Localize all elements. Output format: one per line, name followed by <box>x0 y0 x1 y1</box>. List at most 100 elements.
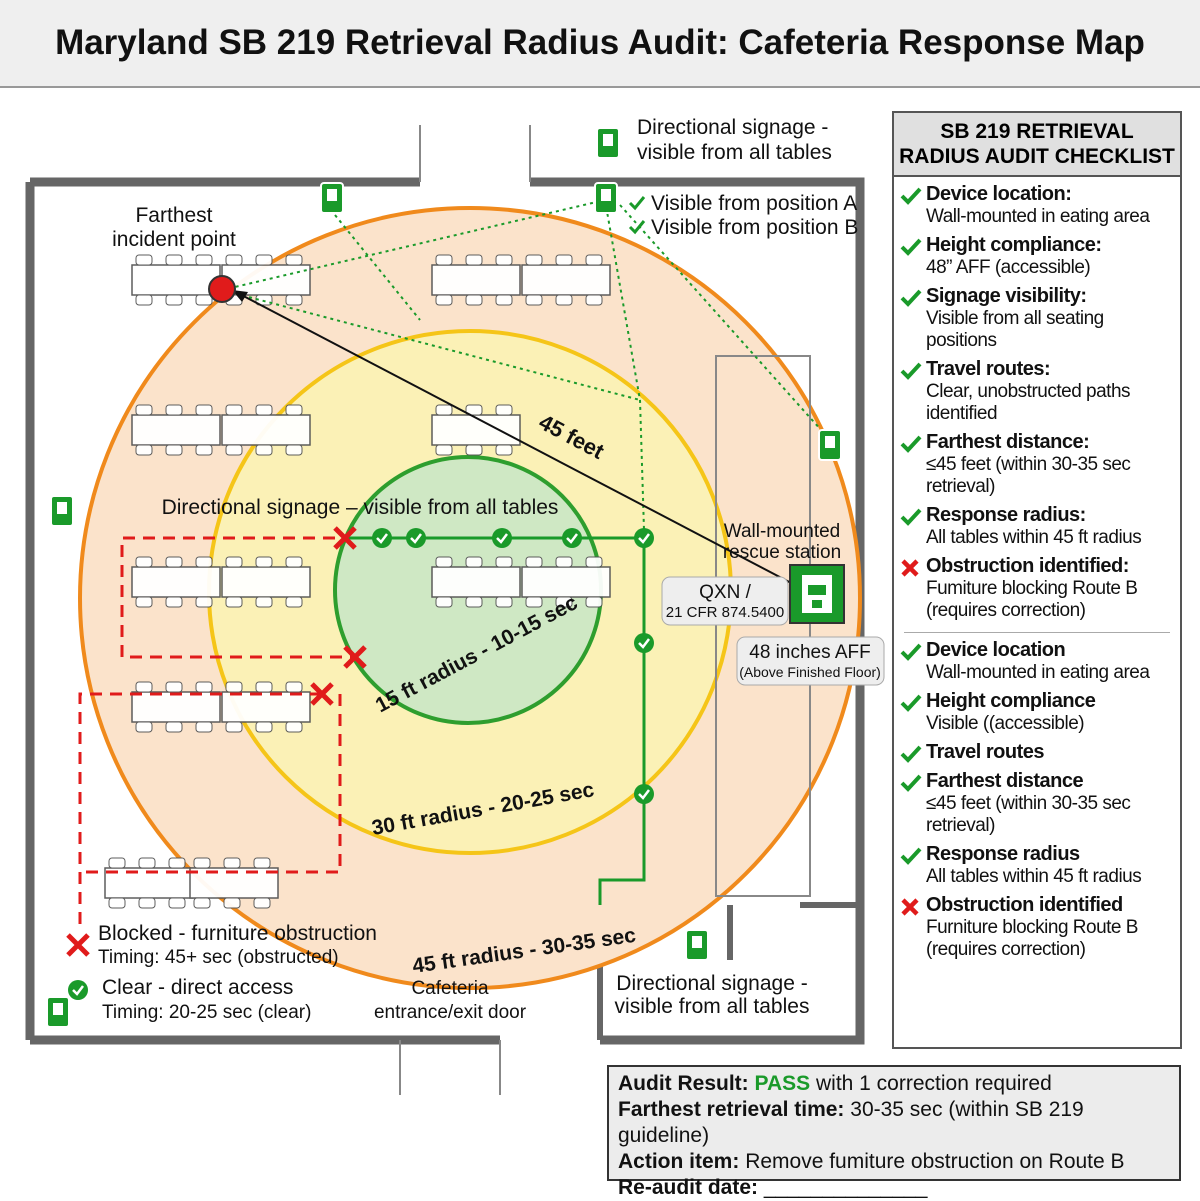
cfr-label: 21 CFR 874.5400 <box>666 604 784 621</box>
visible-a-label: Visible from position A <box>651 192 857 215</box>
reaudit-field[interactable]: ______________ <box>763 1176 928 1199</box>
check-icon <box>628 220 646 235</box>
checklist-item-detail: Fumiture blocking Route B (requires corr… <box>926 578 1138 621</box>
checklist-item-label: Response radius: <box>926 504 1086 526</box>
route-b-blocked <box>78 536 355 930</box>
checklist-item-detail: All tables within 45 ft radius <box>926 527 1142 548</box>
check-icon <box>628 196 646 211</box>
checklist-item-label: Signage visibility: <box>926 285 1087 307</box>
height-callout <box>736 636 885 686</box>
station-label: Wall-mounted <box>724 521 841 542</box>
visible-b-label: Visible from position B <box>651 216 858 239</box>
checklist-item: Device location:Wall-mounted in eating a… <box>894 183 1180 228</box>
x-icon <box>900 894 926 961</box>
signage-top-label: Directional signage - <box>637 116 828 139</box>
audit-result-box: Audit Result: PASS with 1 correction req… <box>607 1065 1181 1199</box>
checklist-item-detail: All tables within 45 ft radius <box>926 866 1142 887</box>
checklist-item-label: Travel routes: <box>926 358 1051 380</box>
height-label-2: (Above Finished Floor) <box>739 664 881 680</box>
audit-checklist: SB 219 RETRIEVAL RADIUS AUDIT CHECKLIST … <box>892 111 1182 1049</box>
pass-status: PASS <box>754 1072 811 1095</box>
height-label: 48 inches AFF <box>749 642 870 663</box>
door-frames <box>399 125 531 1095</box>
entrance-label: Cafeteria <box>411 978 489 999</box>
page-title: Maryland SB 219 Retrieval Radius Audit: … <box>0 0 1200 88</box>
checklist-item-detail: 48” AFF (accessible) <box>926 257 1091 278</box>
checklist-item-label: Height compliance <box>926 690 1096 712</box>
legend-blocked: Blocked - furniture obstruction <box>98 922 377 945</box>
checklist-item-label: Height compliance: <box>926 234 1102 256</box>
checklist-item-label: Farthest distance: <box>926 431 1090 453</box>
check-icon <box>900 504 926 549</box>
checklist-item-detail: ≤45 feet (within 30-35 sec retrieval) <box>926 793 1131 836</box>
station-label-2: rescue station <box>723 542 841 563</box>
checklist-item: Farthest distance≤45 feet (within 30-35 … <box>894 770 1180 837</box>
qxn-callout <box>661 576 789 626</box>
floor-plan-map: Directional signage - visible from all t… <box>25 116 885 1095</box>
entrance-label-2: entrance/exit door <box>374 1002 527 1023</box>
checklist-item-label: Device location <box>926 639 1066 661</box>
check-icon <box>900 770 926 837</box>
check-icon <box>900 639 926 684</box>
arrow-head-icon <box>232 290 248 302</box>
check-icon <box>900 285 926 352</box>
signage-bottom-label-2: visible from all tables <box>615 995 810 1018</box>
legend-blocked-timing: Timing: 45+ sec (obstructed) <box>98 947 339 968</box>
checklist-title: SB 219 RETRIEVAL RADIUS AUDIT CHECKLIST <box>894 113 1180 177</box>
checklist-item-detail: Wall-mounted in eating area <box>926 206 1150 227</box>
divider <box>904 632 1170 633</box>
signage-top-label-2: visible from all tables <box>637 141 832 164</box>
audit-result-label: Audit Result: <box>618 1072 749 1095</box>
serving-counter <box>715 355 811 897</box>
farthest-incident-point <box>208 275 236 303</box>
farthest-label: Farthest <box>135 204 212 227</box>
action-label: Action item: <box>618 1150 740 1173</box>
checklist-item: Response radius:All tables within 45 ft … <box>894 504 1180 549</box>
checklist-item-detail: Furniture blocking Route B (requires cor… <box>926 917 1138 960</box>
checklist-item: Height compliance:48” AFF (accessible) <box>894 234 1180 279</box>
distance-line <box>231 289 796 586</box>
qxn-label: QXN / <box>699 582 751 603</box>
checklist-item-label: Travel routes <box>926 741 1045 763</box>
x-icon <box>900 555 926 622</box>
checklist-item-detail: Visible from all seating positions <box>926 308 1104 351</box>
walls <box>25 177 865 1045</box>
signage-bottom-label: Directional signage - <box>616 972 807 995</box>
checklist-item-label: Obstruction identified: <box>926 555 1129 577</box>
check-icon <box>900 690 926 735</box>
checklist-item-label: Obstruction identified <box>926 894 1123 916</box>
action-value: Remove fumiture obstruction on Route B <box>745 1150 1125 1173</box>
legend-clear-timing: Timing: 20-25 sec (clear) <box>102 1002 311 1023</box>
checklist-item-label: Response radius <box>926 843 1080 865</box>
time-label: Farthest retrieval time: <box>618 1098 845 1121</box>
checklist-item-detail: Visible ((accessible) <box>926 713 1085 734</box>
check-icon <box>900 741 926 764</box>
checklist-item: Signage visibility:Visible from all seat… <box>894 285 1180 352</box>
check-icon <box>900 234 926 279</box>
route-a-clear <box>345 536 646 905</box>
checklist-item: Obstruction identified:Fumiture blocking… <box>894 555 1180 622</box>
checklist-item-detail: Clear, unobstructed paths identified <box>926 381 1131 424</box>
time-value: 30-35 sec (within SB 219 guideline) <box>618 1098 1084 1147</box>
checklist-item: Farthest distance:≤45 feet (within 30-35… <box>894 431 1180 498</box>
check-icon <box>900 843 926 888</box>
checklist-item: Travel routes <box>894 741 1180 764</box>
check-icon <box>900 358 926 425</box>
checklist-item: Travel routes:Clear, unobstructed paths … <box>894 358 1180 425</box>
audit-result-rest: with 1 correction required <box>815 1072 1052 1095</box>
checklist-item-detail: ≤45 feet (within 30-35 sec retrieval) <box>926 454 1131 497</box>
rescue-station-icon <box>789 564 845 624</box>
sightlines <box>221 199 831 531</box>
legend-clear: Clear - direct access <box>102 976 293 999</box>
check-icon <box>900 183 926 228</box>
signage-mid-label: Directional signage – visible from all t… <box>162 496 559 519</box>
checklist-item-label: Farthest distance <box>926 770 1084 792</box>
check-icon <box>900 431 926 498</box>
checklist-item-label: Device location: <box>926 183 1072 205</box>
checklist-item-detail: Wall-mounted in eating area <box>926 662 1150 683</box>
reaudit-label: Re-audit date: <box>618 1176 759 1199</box>
